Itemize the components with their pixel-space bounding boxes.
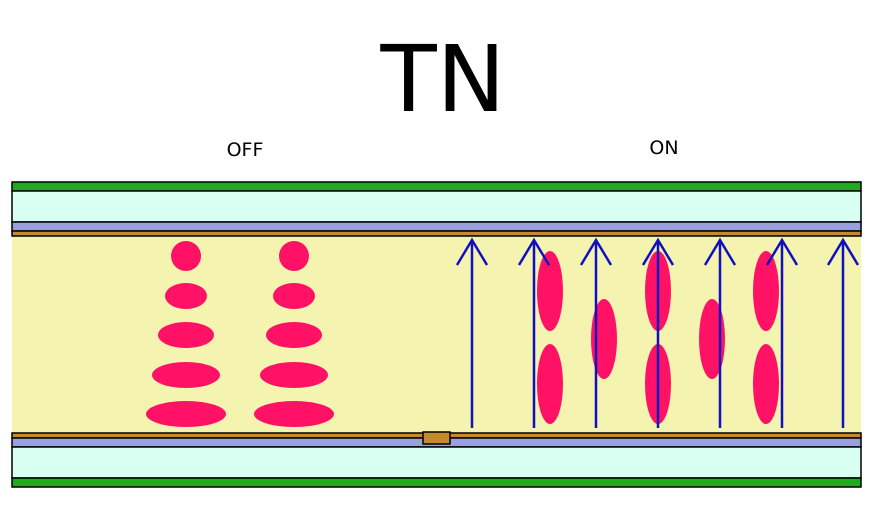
liquid-crystal-layer xyxy=(12,236,861,434)
on-state-label: ON xyxy=(649,137,679,159)
off-molecule-0-2 xyxy=(158,322,214,348)
off-molecule-1-3 xyxy=(260,362,328,388)
diagram-title: TN xyxy=(380,26,506,133)
on-molecule-2 xyxy=(591,299,617,379)
on-molecule-5 xyxy=(699,299,725,379)
off-molecule-0-4 xyxy=(146,401,226,427)
bottom-polarizer xyxy=(11,477,862,488)
off-molecule-0-1 xyxy=(165,283,207,309)
on-molecule-6 xyxy=(753,251,779,331)
off-molecule-1-1 xyxy=(273,283,315,309)
top-glass-substrate xyxy=(11,190,862,223)
off-molecule-1-4 xyxy=(254,401,334,427)
off-molecule-0-3 xyxy=(152,362,220,388)
off-molecule-1-2 xyxy=(266,322,322,348)
field-arrow-4 xyxy=(703,237,737,428)
field-arrow-5 xyxy=(765,237,799,428)
off-molecule-0-0 xyxy=(171,241,201,271)
top-electrode xyxy=(11,221,862,232)
field-arrow-3 xyxy=(641,237,675,428)
field-arrow-2 xyxy=(579,237,613,428)
bottom-glass-substrate xyxy=(11,446,862,479)
on-molecule-0 xyxy=(537,251,563,331)
off-molecule-1-0 xyxy=(279,241,309,271)
top-alignment-layer xyxy=(11,230,862,237)
field-arrow-1 xyxy=(517,237,551,428)
off-state-label: OFF xyxy=(226,139,264,161)
on-molecule-7 xyxy=(753,344,779,424)
notch-cover xyxy=(424,438,449,443)
field-arrow-0 xyxy=(455,237,489,428)
field-arrow-6 xyxy=(826,237,860,428)
top-polarizer xyxy=(11,181,862,192)
on-molecule-1 xyxy=(537,344,563,424)
